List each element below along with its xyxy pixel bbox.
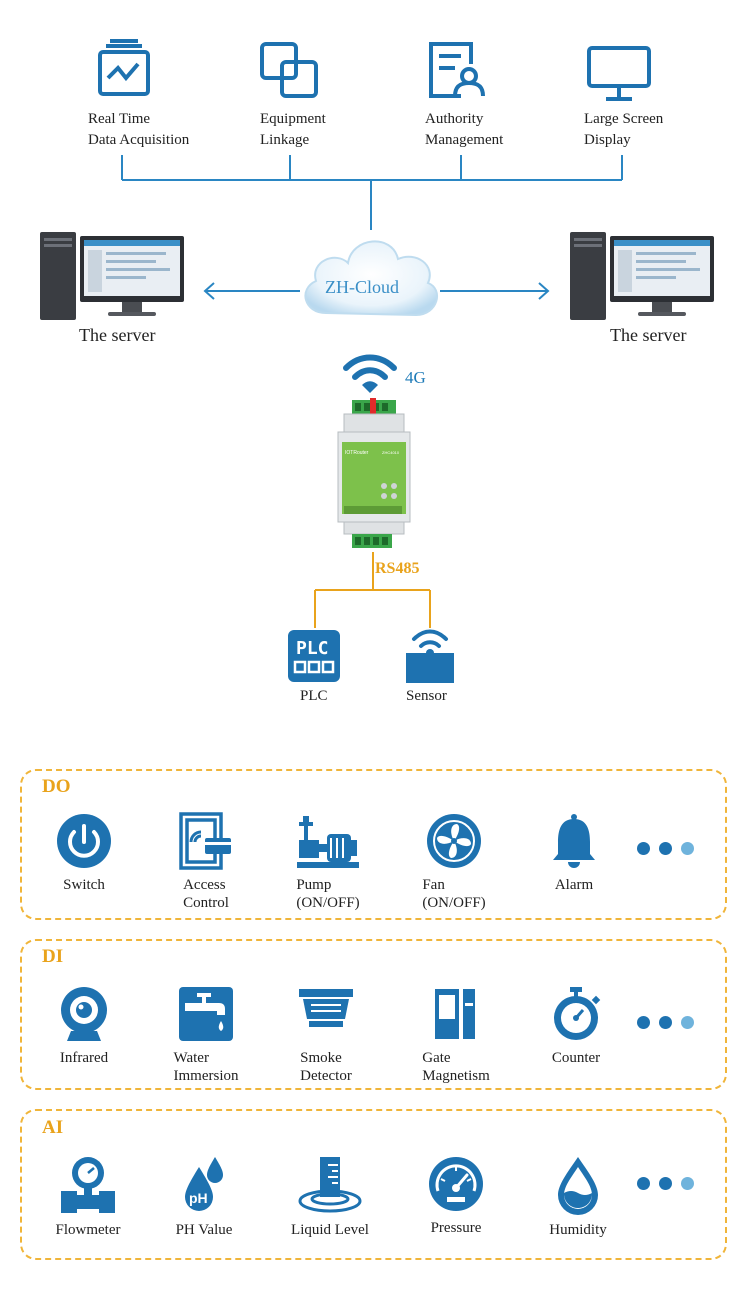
item-liquid-level: Liquid Level [270, 1155, 390, 1239]
item-infrared: Infrared [24, 985, 144, 1067]
server-left: The server [38, 230, 198, 350]
feature-large-screen: Large Screen Display [584, 38, 724, 158]
wifi-signal-icon [343, 354, 397, 393]
item-alarm: Alarm [514, 812, 634, 894]
panel-title: DO [42, 776, 71, 797]
item-label: PH Value [175, 1222, 233, 1238]
panel-do [20, 769, 727, 920]
item-label: Pressure [430, 1220, 482, 1236]
item-gate-magnetism: Gate Magnetism [396, 985, 516, 1085]
server-left-label: The server [79, 325, 156, 345]
item-label: Switch [63, 877, 105, 893]
fan-icon [427, 814, 481, 868]
item-label: Fan (ON/OFF) [422, 877, 486, 911]
device-label: PLC [300, 688, 328, 704]
item-label: Infrared [59, 1050, 109, 1066]
ph-drop-icon: pH [185, 1157, 223, 1211]
svg-text:PLC: PLC [296, 638, 329, 659]
bus-label: RS485 [375, 560, 420, 577]
access-control-icon [179, 812, 231, 870]
item-ph-value: pH PH Value [144, 1155, 264, 1239]
router-model: ZHC4010 [382, 450, 400, 455]
panel-ai [20, 1109, 727, 1260]
item-switch: Switch [24, 812, 144, 894]
panel-title: DI [42, 946, 64, 967]
item-counter: Counter [516, 985, 636, 1067]
feature-label-line2: Management [425, 132, 504, 148]
item-label: Gate Magnetism [422, 1050, 490, 1084]
device-plc: PLC PLC [286, 628, 346, 718]
feature-label-line1: Large Screen [584, 111, 664, 127]
monitor-chart-icon [98, 39, 150, 96]
desktop-computer-icon [40, 232, 184, 320]
alarm-bell-icon [553, 814, 595, 868]
item-label: Pump (ON/OFF) [296, 877, 360, 911]
smoke-detector-icon [299, 989, 353, 1027]
rs485-bus-lines [314, 552, 431, 628]
device-sensor: Sensor [404, 625, 464, 715]
item-label: Access Control [183, 877, 229, 911]
item-label: Counter [551, 1050, 601, 1066]
item-pump: Pump (ON/OFF) [268, 812, 388, 912]
item-label: Humidity [549, 1222, 607, 1238]
panel-di [20, 939, 727, 1090]
stopwatch-icon [554, 987, 601, 1040]
iot-router-device: IOTRouter ZHC4010 [337, 398, 411, 548]
linked-squares-icon [260, 42, 318, 98]
item-humidity: Humidity [518, 1155, 638, 1239]
display-screen-icon [587, 46, 651, 101]
server-right-label: The server [610, 325, 687, 345]
feature-label-line1: Equipment [260, 111, 326, 127]
more-dots-icon [637, 1016, 703, 1034]
item-smoke-detector: Smoke Detector [266, 985, 386, 1085]
svg-text:pH: pH [189, 1190, 208, 1206]
id-card-user-icon [429, 42, 485, 98]
item-label: Flowmeter [55, 1222, 121, 1238]
cloud-label: ZH-Cloud [325, 277, 399, 297]
cloud-icon [304, 240, 438, 317]
item-label: Water Immersion [173, 1050, 239, 1084]
feature-authority-management: Authority Management [425, 38, 565, 158]
item-label: Alarm [554, 877, 594, 893]
flowmeter-icon [61, 1157, 115, 1213]
item-pressure: Pressure [396, 1155, 516, 1237]
infrared-camera-icon [61, 987, 107, 1041]
panel-title: AI [42, 1117, 64, 1138]
humidity-drop-icon [558, 1157, 598, 1215]
feature-label-line2: Data Acquisition [88, 132, 190, 148]
liquid-level-icon [298, 1157, 362, 1213]
server-right: The server [568, 230, 738, 350]
item-label: Smoke Detector [300, 1050, 352, 1084]
door-magnet-icon [435, 989, 475, 1039]
feature-label-line2: Display [584, 132, 631, 148]
item-label: Liquid Level [291, 1222, 369, 1238]
feature-bus-lines [121, 155, 623, 300]
wireless-sensor-icon [406, 629, 454, 683]
device-label: Sensor [406, 688, 447, 704]
plc-icon: PLC [288, 630, 340, 682]
item-water-immersion: Water Immersion [146, 985, 266, 1085]
more-dots-icon [637, 1177, 703, 1195]
router-brand: IOTRouter [345, 450, 369, 456]
feature-label-line2: Linkage [260, 132, 310, 148]
feature-equipment-linkage: Equipment Linkage [260, 38, 400, 158]
power-switch-icon [57, 814, 111, 868]
pump-icon [297, 816, 359, 868]
item-flowmeter: Flowmeter [28, 1155, 148, 1239]
more-dots-icon [637, 842, 703, 860]
desktop-computer-icon [570, 232, 714, 320]
item-fan: Fan (ON/OFF) [394, 812, 514, 912]
feature-label-line1: Authority [425, 111, 484, 127]
feature-label-line1: Real Time [88, 111, 151, 127]
feature-real-time-data: Real Time Data Acquisition [88, 38, 228, 158]
item-access-control: Access Control [146, 812, 266, 912]
pressure-gauge-icon [429, 1157, 483, 1211]
water-faucet-icon [179, 987, 233, 1041]
wireless-label: 4G [405, 368, 426, 387]
